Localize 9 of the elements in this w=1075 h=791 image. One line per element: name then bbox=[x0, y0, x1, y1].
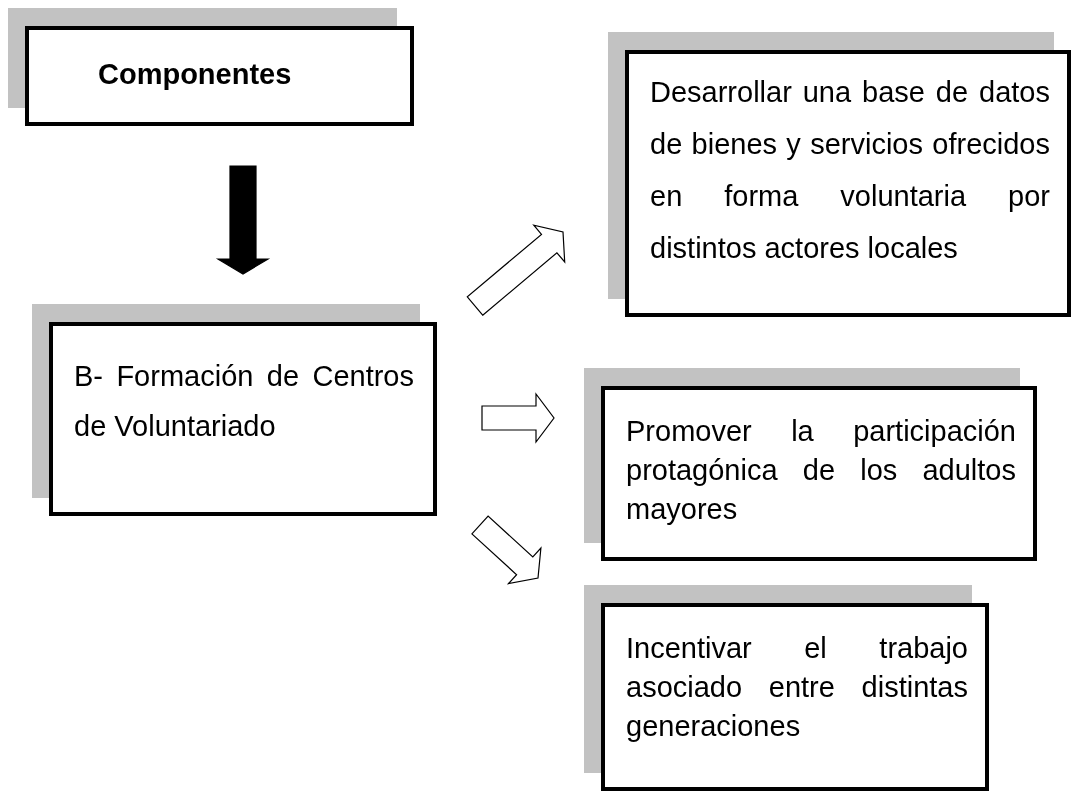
box-text: Incentivar el trabajo asociado entre distintas generaciones bbox=[626, 631, 968, 744]
box-text: Promover la participación protagónica de los adultos mayores bbox=[626, 414, 1016, 527]
box-text: B- Formación de Centros de Voluntariado bbox=[74, 359, 414, 444]
block-arrow bbox=[481, 392, 555, 444]
block-arrow bbox=[471, 515, 542, 585]
box-text: Componentes bbox=[98, 57, 293, 92]
block-arrow bbox=[215, 165, 271, 275]
block-arrow bbox=[466, 224, 566, 317]
box-text: Desarrollar una base de datos de bienes y servicios ofrecidos en forma voluntaria por distintos actores locales bbox=[650, 75, 1050, 266]
